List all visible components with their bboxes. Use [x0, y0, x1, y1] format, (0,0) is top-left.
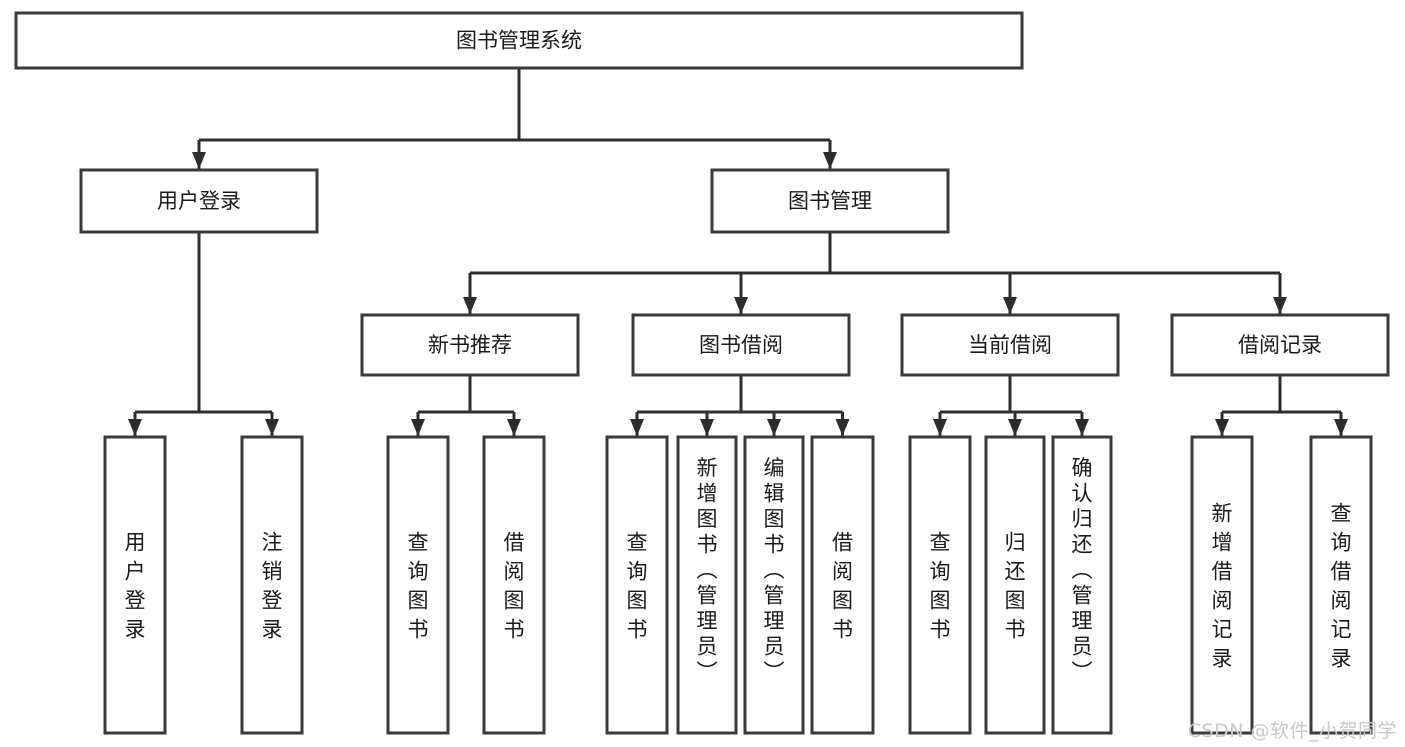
- node-box-user-logout: [240, 435, 304, 735]
- node-label-borrow-record: 借阅记录: [1238, 333, 1322, 357]
- node-current-borrow[interactable]: 当前借阅: [900, 313, 1120, 377]
- node-box-rec-borrow-book: [482, 435, 546, 735]
- arrow-head-icon: [411, 419, 425, 436]
- node-box-user-login: [79, 168, 319, 234]
- arrow-head-icon: [192, 152, 206, 169]
- node-label-rec-borrow-book: 借阅图书: [504, 531, 525, 642]
- node-label-cb-confirm-return: 确认归还︵管理员︶: [1072, 456, 1093, 684]
- arrow-head-icon: [734, 297, 748, 314]
- node-label-br-query-record: 查询借阅记录: [1331, 502, 1352, 671]
- node-box-cb-query-book: [908, 435, 972, 735]
- node-label-user-logout: 注销登录: [262, 531, 283, 642]
- node-rec-borrow-book[interactable]: 借阅图书: [482, 435, 546, 735]
- nodes-layer: 图书管理系统用户登录图书管理用户登录注销登录新书推荐查询图书借阅图书图书借阅查询…: [14, 11, 1390, 735]
- node-label-bb-add-book: 新增图书︵管理员︶: [697, 456, 718, 684]
- node-label-user-login-do: 用户登录: [125, 531, 146, 642]
- node-label-cb-query-book: 查询图书: [930, 531, 951, 642]
- node-label-root: 图书管理系统: [456, 29, 582, 53]
- arrow-head-icon: [767, 419, 781, 436]
- node-bb-edit-book[interactable]: 编辑图书︵管理员︶: [743, 435, 805, 735]
- node-box-br-query-record: [1309, 435, 1373, 735]
- arrow-head-icon: [823, 152, 837, 169]
- node-cb-confirm-return[interactable]: 确认归还︵管理员︶: [1051, 435, 1113, 735]
- arrow-head-icon: [1003, 297, 1017, 314]
- node-label-book-manage: 图书管理: [788, 189, 872, 213]
- node-box-cb-return-book: [984, 435, 1046, 735]
- arrow-head-icon: [835, 419, 850, 436]
- node-label-bb-edit-book: 编辑图书︵管理员︶: [764, 456, 785, 684]
- node-box-cb-confirm-return: [1051, 435, 1113, 735]
- arrow-head-icon: [1334, 419, 1348, 436]
- node-bb-query-book[interactable]: 查询图书: [605, 435, 669, 735]
- node-user-login[interactable]: 用户登录: [79, 168, 319, 234]
- node-label-bb-borrow-book: 借阅图书: [832, 531, 853, 642]
- node-box-user-login-do: [103, 435, 167, 735]
- node-box-bb-edit-book: [743, 435, 805, 735]
- node-br-query-record[interactable]: 查询借阅记录: [1309, 435, 1373, 735]
- arrow-head-icon: [1215, 419, 1229, 436]
- node-user-logout[interactable]: 注销登录: [240, 435, 304, 735]
- node-user-login-do[interactable]: 用户登录: [103, 435, 167, 735]
- arrow-head-icon: [1075, 419, 1089, 436]
- node-box-book-borrow: [631, 313, 851, 377]
- node-root[interactable]: 图书管理系统: [14, 11, 1024, 70]
- node-cb-return-book[interactable]: 归还图书: [984, 435, 1046, 735]
- node-new-book-rec[interactable]: 新书推荐: [360, 313, 580, 377]
- node-label-user-login: 用户登录: [157, 189, 241, 213]
- node-label-book-borrow: 图书借阅: [699, 333, 783, 357]
- arrow-head-icon: [1273, 297, 1287, 314]
- node-br-add-record[interactable]: 新增借阅记录: [1190, 435, 1254, 735]
- node-box-root: [14, 11, 1024, 70]
- node-box-bb-query-book: [605, 435, 669, 735]
- node-box-bb-borrow-book: [810, 435, 875, 735]
- arrow-head-icon: [630, 419, 644, 436]
- arrow-head-icon: [507, 419, 521, 436]
- arrow-head-icon: [700, 419, 714, 436]
- node-box-book-manage: [710, 168, 950, 234]
- connectors-layer: [128, 68, 1348, 436]
- arrow-head-icon: [1008, 419, 1022, 436]
- node-label-bb-query-book: 查询图书: [627, 531, 648, 642]
- node-borrow-record[interactable]: 借阅记录: [1170, 313, 1390, 377]
- node-label-rec-query-book: 查询图书: [408, 531, 429, 642]
- node-box-borrow-record: [1170, 313, 1390, 377]
- node-label-br-add-record: 新增借阅记录: [1212, 502, 1233, 671]
- arrow-head-icon: [265, 419, 279, 436]
- arrow-head-icon: [128, 419, 142, 436]
- node-label-current-borrow: 当前借阅: [968, 333, 1052, 357]
- node-box-rec-query-book: [386, 435, 450, 735]
- node-book-manage[interactable]: 图书管理: [710, 168, 950, 234]
- node-label-new-book-rec: 新书推荐: [428, 333, 512, 357]
- node-rec-query-book[interactable]: 查询图书: [386, 435, 450, 735]
- node-box-new-book-rec: [360, 313, 580, 377]
- node-box-bb-add-book: [676, 435, 738, 735]
- node-label-cb-return-book: 归还图书: [1005, 531, 1026, 642]
- node-bb-borrow-book[interactable]: 借阅图书: [810, 435, 875, 735]
- node-box-current-borrow: [900, 313, 1120, 377]
- node-book-borrow[interactable]: 图书借阅: [631, 313, 851, 377]
- arrow-head-icon: [933, 419, 947, 436]
- node-bb-add-book[interactable]: 新增图书︵管理员︶: [676, 435, 738, 735]
- node-box-br-add-record: [1190, 435, 1254, 735]
- arrow-head-icon: [463, 297, 477, 314]
- node-cb-query-book[interactable]: 查询图书: [908, 435, 972, 735]
